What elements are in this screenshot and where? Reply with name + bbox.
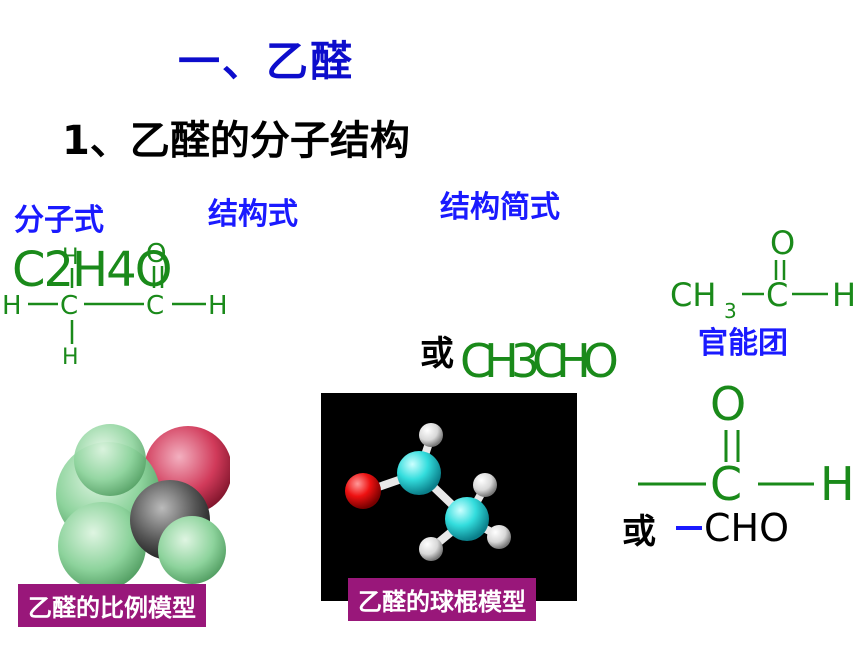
or-text-2: 或 bbox=[622, 512, 656, 552]
space-filling-model bbox=[56, 424, 230, 590]
atom-h: H bbox=[820, 457, 855, 510]
atom-c2: C bbox=[146, 291, 164, 321]
label-functional-group: 官能团 bbox=[698, 326, 788, 361]
slide-title: 一、乙醛 bbox=[178, 37, 355, 86]
or-text-1: 或 bbox=[420, 334, 454, 374]
label-structural-formula: 结构式 bbox=[208, 197, 298, 232]
caption-space-filling: 乙醛的比例模型 bbox=[18, 584, 206, 627]
atom-c: C bbox=[766, 276, 788, 314]
hydrogen-ball bbox=[473, 473, 497, 497]
atom-h-top: H bbox=[62, 245, 79, 270]
atom-h: H bbox=[832, 276, 856, 314]
atom-hydrogen-sphere bbox=[58, 502, 146, 590]
functional-group-structure: O C H bbox=[638, 380, 855, 510]
caption-ball-stick: 乙醛的球棍模型 bbox=[348, 578, 536, 621]
atom-o: O bbox=[770, 224, 795, 262]
molecular-formula: C2H4O bbox=[12, 242, 172, 298]
atom-o: O bbox=[710, 380, 746, 431]
hydrogen-ball bbox=[419, 537, 443, 561]
atom-h-left: H bbox=[2, 291, 22, 321]
hydrogen-ball bbox=[487, 525, 511, 549]
subscript-3: 3 bbox=[724, 299, 737, 320]
bond-dash bbox=[676, 526, 702, 530]
oxygen-ball bbox=[345, 473, 381, 509]
carbon-ball bbox=[445, 497, 489, 541]
atom-h-bottom: H bbox=[62, 345, 79, 370]
atom-c: C bbox=[710, 457, 742, 510]
label-condensed-formula: 结构简式 bbox=[440, 190, 560, 225]
condensed-formula-structure: O CH 3 C H bbox=[670, 224, 856, 320]
atom-ch: CH bbox=[670, 276, 716, 314]
atom-o: O bbox=[146, 239, 166, 269]
slide-subtitle: 1、乙醛的分子结构 bbox=[62, 118, 410, 164]
atom-hydrogen-sphere bbox=[74, 424, 146, 496]
group-text: CHO bbox=[704, 506, 790, 550]
condensed-formula-text: CH3CHO bbox=[460, 334, 619, 388]
atom-h-right: H bbox=[208, 291, 228, 321]
label-molecular-formula: 分子式 bbox=[14, 203, 104, 238]
structural-formula: O H H C C H H bbox=[2, 239, 228, 370]
atom-hydrogen-sphere bbox=[158, 516, 226, 584]
carbon-ball bbox=[397, 451, 441, 495]
hydrogen-ball bbox=[419, 423, 443, 447]
ball-stick-model bbox=[345, 423, 511, 561]
atom-c1: C bbox=[60, 291, 78, 321]
